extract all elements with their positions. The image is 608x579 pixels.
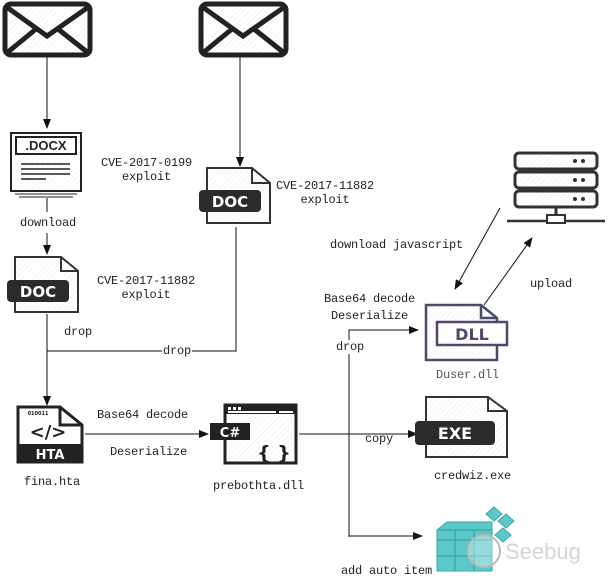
docx-file-icon: .DOCX: [10, 132, 82, 198]
label-deserialize-1: Deserialize: [110, 445, 188, 459]
hta-bits-text: 010011: [28, 411, 49, 417]
docx-badge-text: .DOCX: [25, 138, 67, 153]
label-cve-0199-line2: exploit: [122, 170, 172, 184]
dll-badge-text: DLL: [455, 325, 489, 344]
label-cve-11882-doc2-line2: exploit: [300, 193, 350, 207]
label-cve-0199-line1: CVE-2017-0199: [101, 156, 193, 170]
doc2-badge-text: DOC: [212, 193, 248, 211]
hta-file-icon: 010011 </> HTA: [16, 405, 84, 464]
registry-icon: [436, 506, 515, 572]
label-drop-2: drop: [162, 344, 193, 358]
doc1-badge-text: DOC: [20, 283, 56, 301]
braces-glyph: { }: [257, 442, 291, 464]
server-icon: [507, 151, 605, 224]
label-fina-hta: fina.hta: [24, 475, 81, 489]
label-duser-dll: Duser.dll: [436, 368, 500, 382]
exe-badge-text: EXE: [438, 424, 472, 443]
hta-badge-text: HTA: [36, 448, 65, 463]
dll-file-icon: DLL: [424, 303, 509, 362]
hta-code-glyph: </>: [30, 422, 67, 443]
label-base64-decode-1: Base64 decode: [97, 408, 189, 422]
label-drop-3: drop: [335, 340, 366, 354]
watermark-text: Seebug: [505, 539, 581, 564]
label-drop-1: drop: [64, 325, 93, 339]
label-deserialize-2: Deserialize: [331, 309, 409, 323]
csharp-dll-icon: C# { }: [210, 403, 298, 465]
label-cve-11882-doc1: CVE-2017-11882 exploit: [97, 274, 195, 302]
doc-file-icon: DOC: [199, 167, 271, 224]
envelope-icon: [198, 1, 289, 58]
label-credwiz-exe: credwiz.exe: [434, 469, 512, 483]
label-base64-decode-2: Base64 decode: [324, 292, 416, 306]
edge-doc2-drop: [47, 227, 237, 352]
label-cve-0199: CVE-2017-0199 exploit: [101, 156, 192, 184]
label-add-auto-item: add auto item: [341, 564, 433, 578]
label-prebothta-dll: prebothta.dll: [213, 479, 305, 493]
label-cve-11882-doc1-line1: CVE-2017-11882: [97, 274, 196, 288]
label-download-javascript: download javascript: [330, 238, 464, 252]
label-cve-11882-doc2: CVE-2017-11882 exploit: [276, 179, 374, 207]
exe-file-icon: EXE: [415, 396, 508, 458]
csharp-badge-text: C#: [220, 426, 241, 441]
doc-file-icon: DOC: [7, 256, 79, 313]
label-copy: copy: [365, 432, 394, 446]
edge-drop-to-duser: [348, 326, 419, 537]
edge-server-to-duser: [454, 207, 501, 290]
envelope-icon: [2, 1, 93, 58]
edges: [43, 57, 533, 540]
label-upload: upload: [530, 277, 573, 291]
label-download: download: [19, 216, 78, 230]
label-cve-11882-doc2-line1: CVE-2017-11882: [276, 179, 375, 193]
edge-duser-to-server: [483, 237, 533, 306]
label-cve-11882-doc1-line2: exploit: [121, 288, 171, 302]
